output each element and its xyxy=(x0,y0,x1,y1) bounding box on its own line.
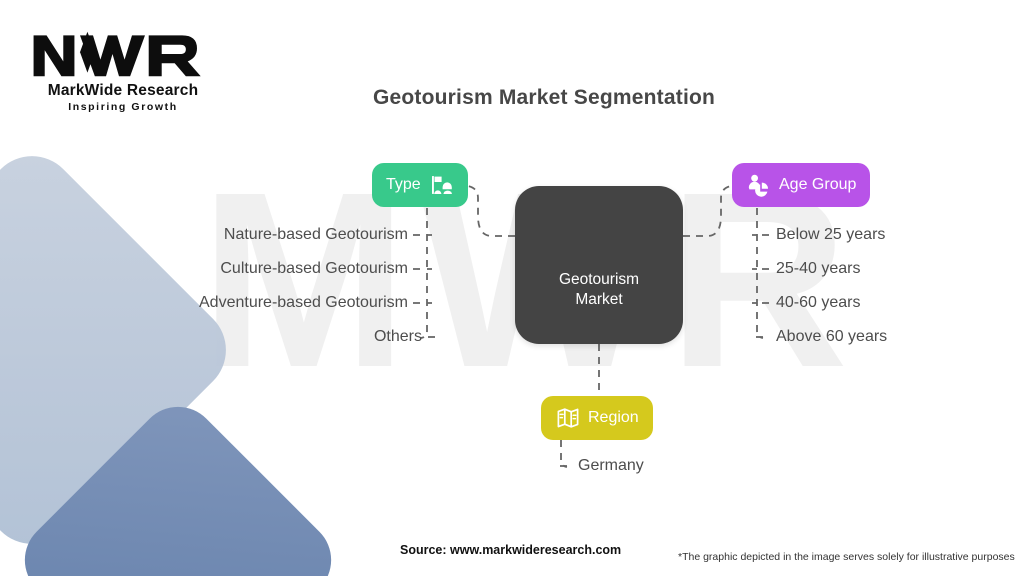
mwr-logo-icon xyxy=(33,31,201,77)
folded-map-icon xyxy=(555,405,581,431)
leaf-item-age-group-3: Above 60 years xyxy=(776,328,888,345)
leaf-item-age-group-2: 40-60 years xyxy=(776,294,861,311)
leaf-item-type-0: Nature-based Geotourism xyxy=(223,226,408,243)
branch-label-region: Region xyxy=(588,409,639,426)
connector-age-spine xyxy=(756,208,764,339)
campsite-flag-icon xyxy=(428,172,454,198)
page-title-text: Geotourism Market Segmentation xyxy=(372,86,716,109)
disclaimer-text: *The graphic depicted in the image serve… xyxy=(678,551,1015,563)
decorative-square-light xyxy=(0,137,245,563)
leaf-item-type-3: Others xyxy=(373,328,422,345)
branch-label-age-group: Age Group xyxy=(779,176,857,193)
page-title: Geotourism Market Segmentation xyxy=(0,86,1024,110)
source-text: Source: www.markwideresearch.com xyxy=(400,543,622,557)
leaf-item-age-group-1: 25-40 years xyxy=(776,260,861,277)
person-pie-chart-icon xyxy=(746,172,772,198)
connector-center-to-type xyxy=(467,185,515,237)
leaf-item-region-0: Germany xyxy=(578,457,644,474)
leaf-item-type-2: Adventure-based Geotourism xyxy=(199,294,408,311)
brand-logo: MarkWide Research Inspiring Growth xyxy=(28,28,218,113)
brand-name: MarkWide Research xyxy=(47,82,199,99)
branch-badge-region[interactable]: Region xyxy=(541,396,653,440)
branch-badge-age-group[interactable]: Age Group xyxy=(732,163,871,207)
center-node[interactable]: Geotourism Market xyxy=(515,186,683,344)
leaf-item-age-group-0: Below 25 years xyxy=(776,226,886,243)
connector-region-spine xyxy=(560,440,568,468)
decorative-square-dark xyxy=(8,390,348,576)
leaf-item-type-1: Culture-based Geotourism xyxy=(220,260,408,277)
connector-center-to-age-group xyxy=(683,185,732,237)
center-node-label: Geotourism Market xyxy=(558,271,640,308)
branch-badge-type[interactable]: Type xyxy=(372,163,468,207)
branch-label-type: Type xyxy=(386,176,421,193)
connector-type-spine xyxy=(420,208,428,339)
brand-tagline: Inspiring Growth xyxy=(68,101,178,113)
